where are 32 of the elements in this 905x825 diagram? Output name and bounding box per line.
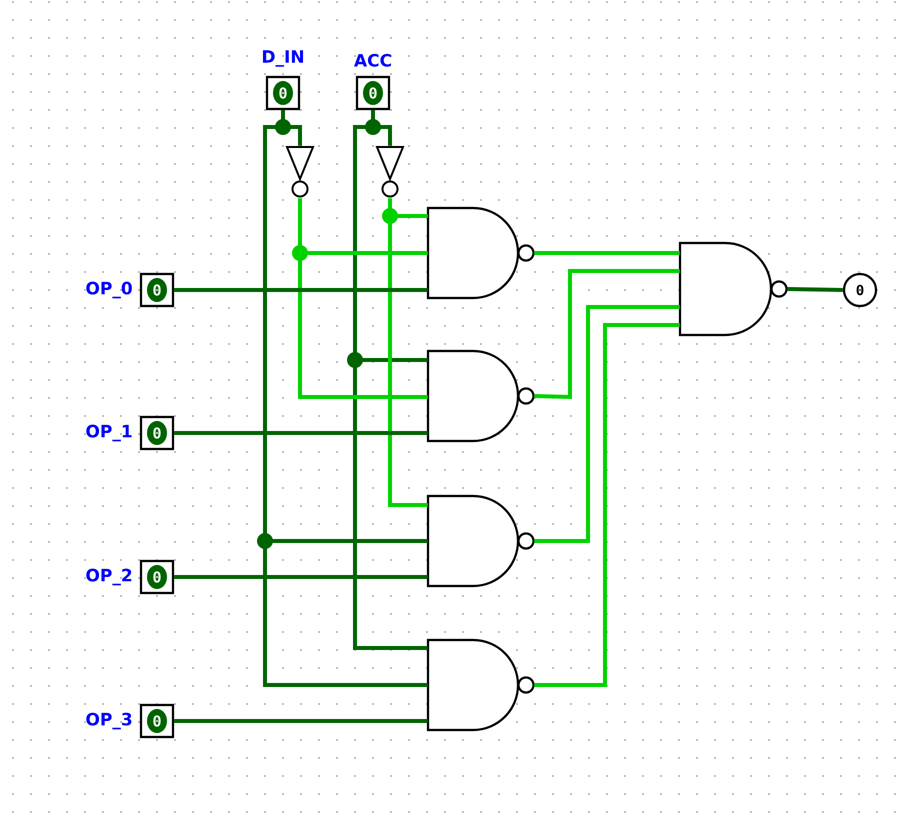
input-pin: 0 (266, 76, 300, 110)
wire (787, 287, 843, 292)
pin-label: OP_1 (86, 424, 132, 442)
wire (534, 305, 680, 543)
input-pin: 0 (140, 560, 174, 594)
wire (298, 198, 428, 399)
wire (174, 288, 428, 292)
wire (174, 719, 428, 723)
nand-gate (426, 638, 535, 732)
nand-gate (678, 242, 788, 336)
wire (534, 323, 680, 687)
nand-gate (426, 494, 535, 588)
wire (263, 110, 428, 687)
nand-gate (426, 350, 535, 442)
node-label: 0 (856, 284, 864, 296)
wire (174, 575, 428, 579)
wire (388, 198, 428, 507)
output-pin: 0 (842, 272, 878, 308)
wire (174, 431, 428, 435)
input-pin: 0 (140, 704, 174, 738)
nand-gate (426, 206, 535, 300)
input-pin: 0 (356, 76, 390, 110)
pin-label: OP_3 (86, 712, 132, 730)
wire (534, 251, 680, 255)
wire (353, 110, 428, 650)
pin-label: OP_2 (86, 568, 132, 586)
pin-label: ACC (354, 54, 391, 67)
input-pin: 0 (140, 416, 174, 450)
wire (534, 269, 680, 400)
input-pin: 0 (140, 272, 174, 308)
pin-label: D_IN (263, 50, 304, 67)
pin-label: OP_0 (86, 282, 132, 298)
